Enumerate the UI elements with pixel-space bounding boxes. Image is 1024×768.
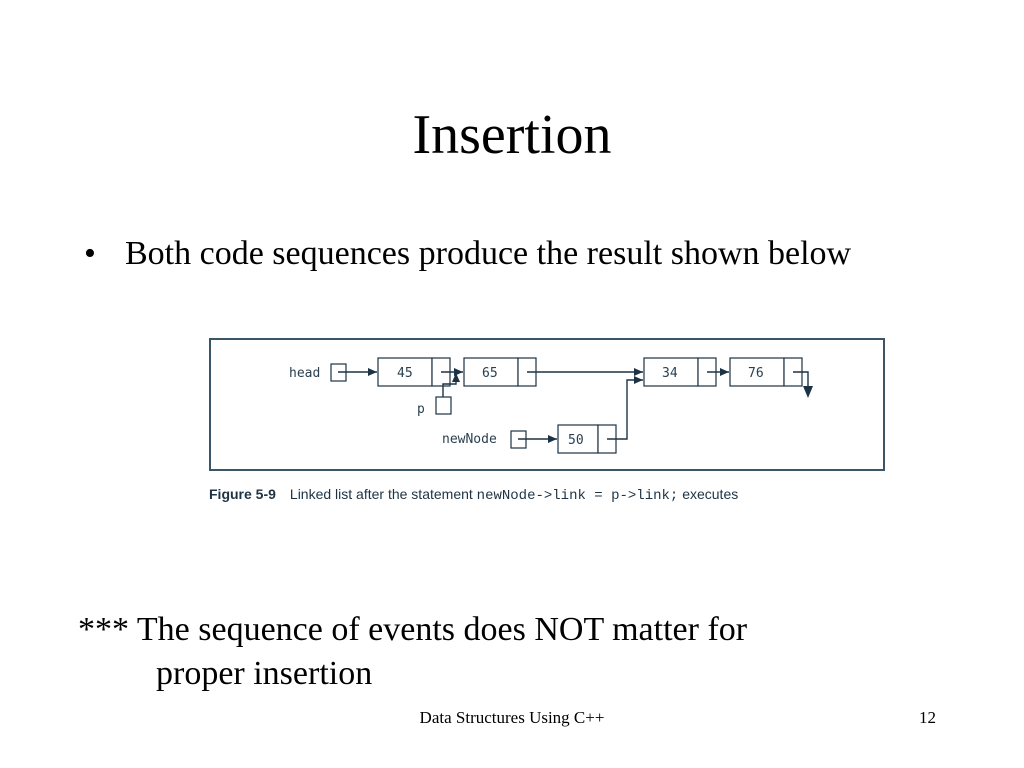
node-65-info-cell	[463, 357, 519, 387]
figure-caption-end: executes	[682, 486, 739, 502]
node-50-value: 50	[568, 433, 584, 448]
null-link-line	[793, 371, 809, 390]
bullet-marker: •	[84, 235, 96, 272]
linked-list-diagram: head 45 65 34 76	[289, 357, 813, 454]
p-pointer-cell	[435, 396, 452, 415]
newnode-label: newNode	[442, 432, 497, 447]
note-line-2: proper insertion	[156, 655, 373, 692]
slide-title: Insertion	[412, 104, 612, 166]
figure-caption-label: Figure 5-9	[209, 486, 276, 502]
node-65: 65	[463, 357, 537, 387]
node-45-info-cell	[377, 357, 433, 387]
node-45-value: 45	[397, 366, 413, 381]
node-34-info-cell	[643, 357, 699, 387]
linked-list-figure: head 45 65 34 76	[209, 338, 885, 471]
p-label: p	[417, 402, 425, 417]
note-line-1: *** The sequence of events does NOT matt…	[78, 611, 748, 648]
figure-caption-text: Linked list after the statement	[289, 486, 473, 502]
p-to-65-arrow	[442, 373, 460, 397]
bullet-text: Both code sequences produce the result s…	[125, 235, 852, 272]
node-76: 76	[729, 357, 803, 387]
node-65-value: 65	[482, 366, 498, 381]
figure-caption: Figure 5-9 Linked list after the statemen…	[209, 484, 738, 506]
link-50-to-34-arrow	[607, 376, 643, 440]
node-76-value: 76	[748, 366, 764, 381]
page-number: 12	[919, 708, 936, 727]
node-34: 34	[643, 357, 717, 387]
note-text: *** The sequence of events does NOT matt…	[78, 608, 747, 696]
head-label: head	[289, 366, 320, 381]
node-34-value: 34	[662, 366, 678, 381]
bullet-item: • Both code sequences produce the result …	[84, 232, 851, 276]
null-terminator-arrowhead	[803, 386, 813, 398]
footer-title: Data Structures Using C++	[419, 708, 605, 727]
figure-caption-code: newNode->link = p->link;	[476, 488, 679, 504]
node-45: 45	[377, 357, 451, 387]
